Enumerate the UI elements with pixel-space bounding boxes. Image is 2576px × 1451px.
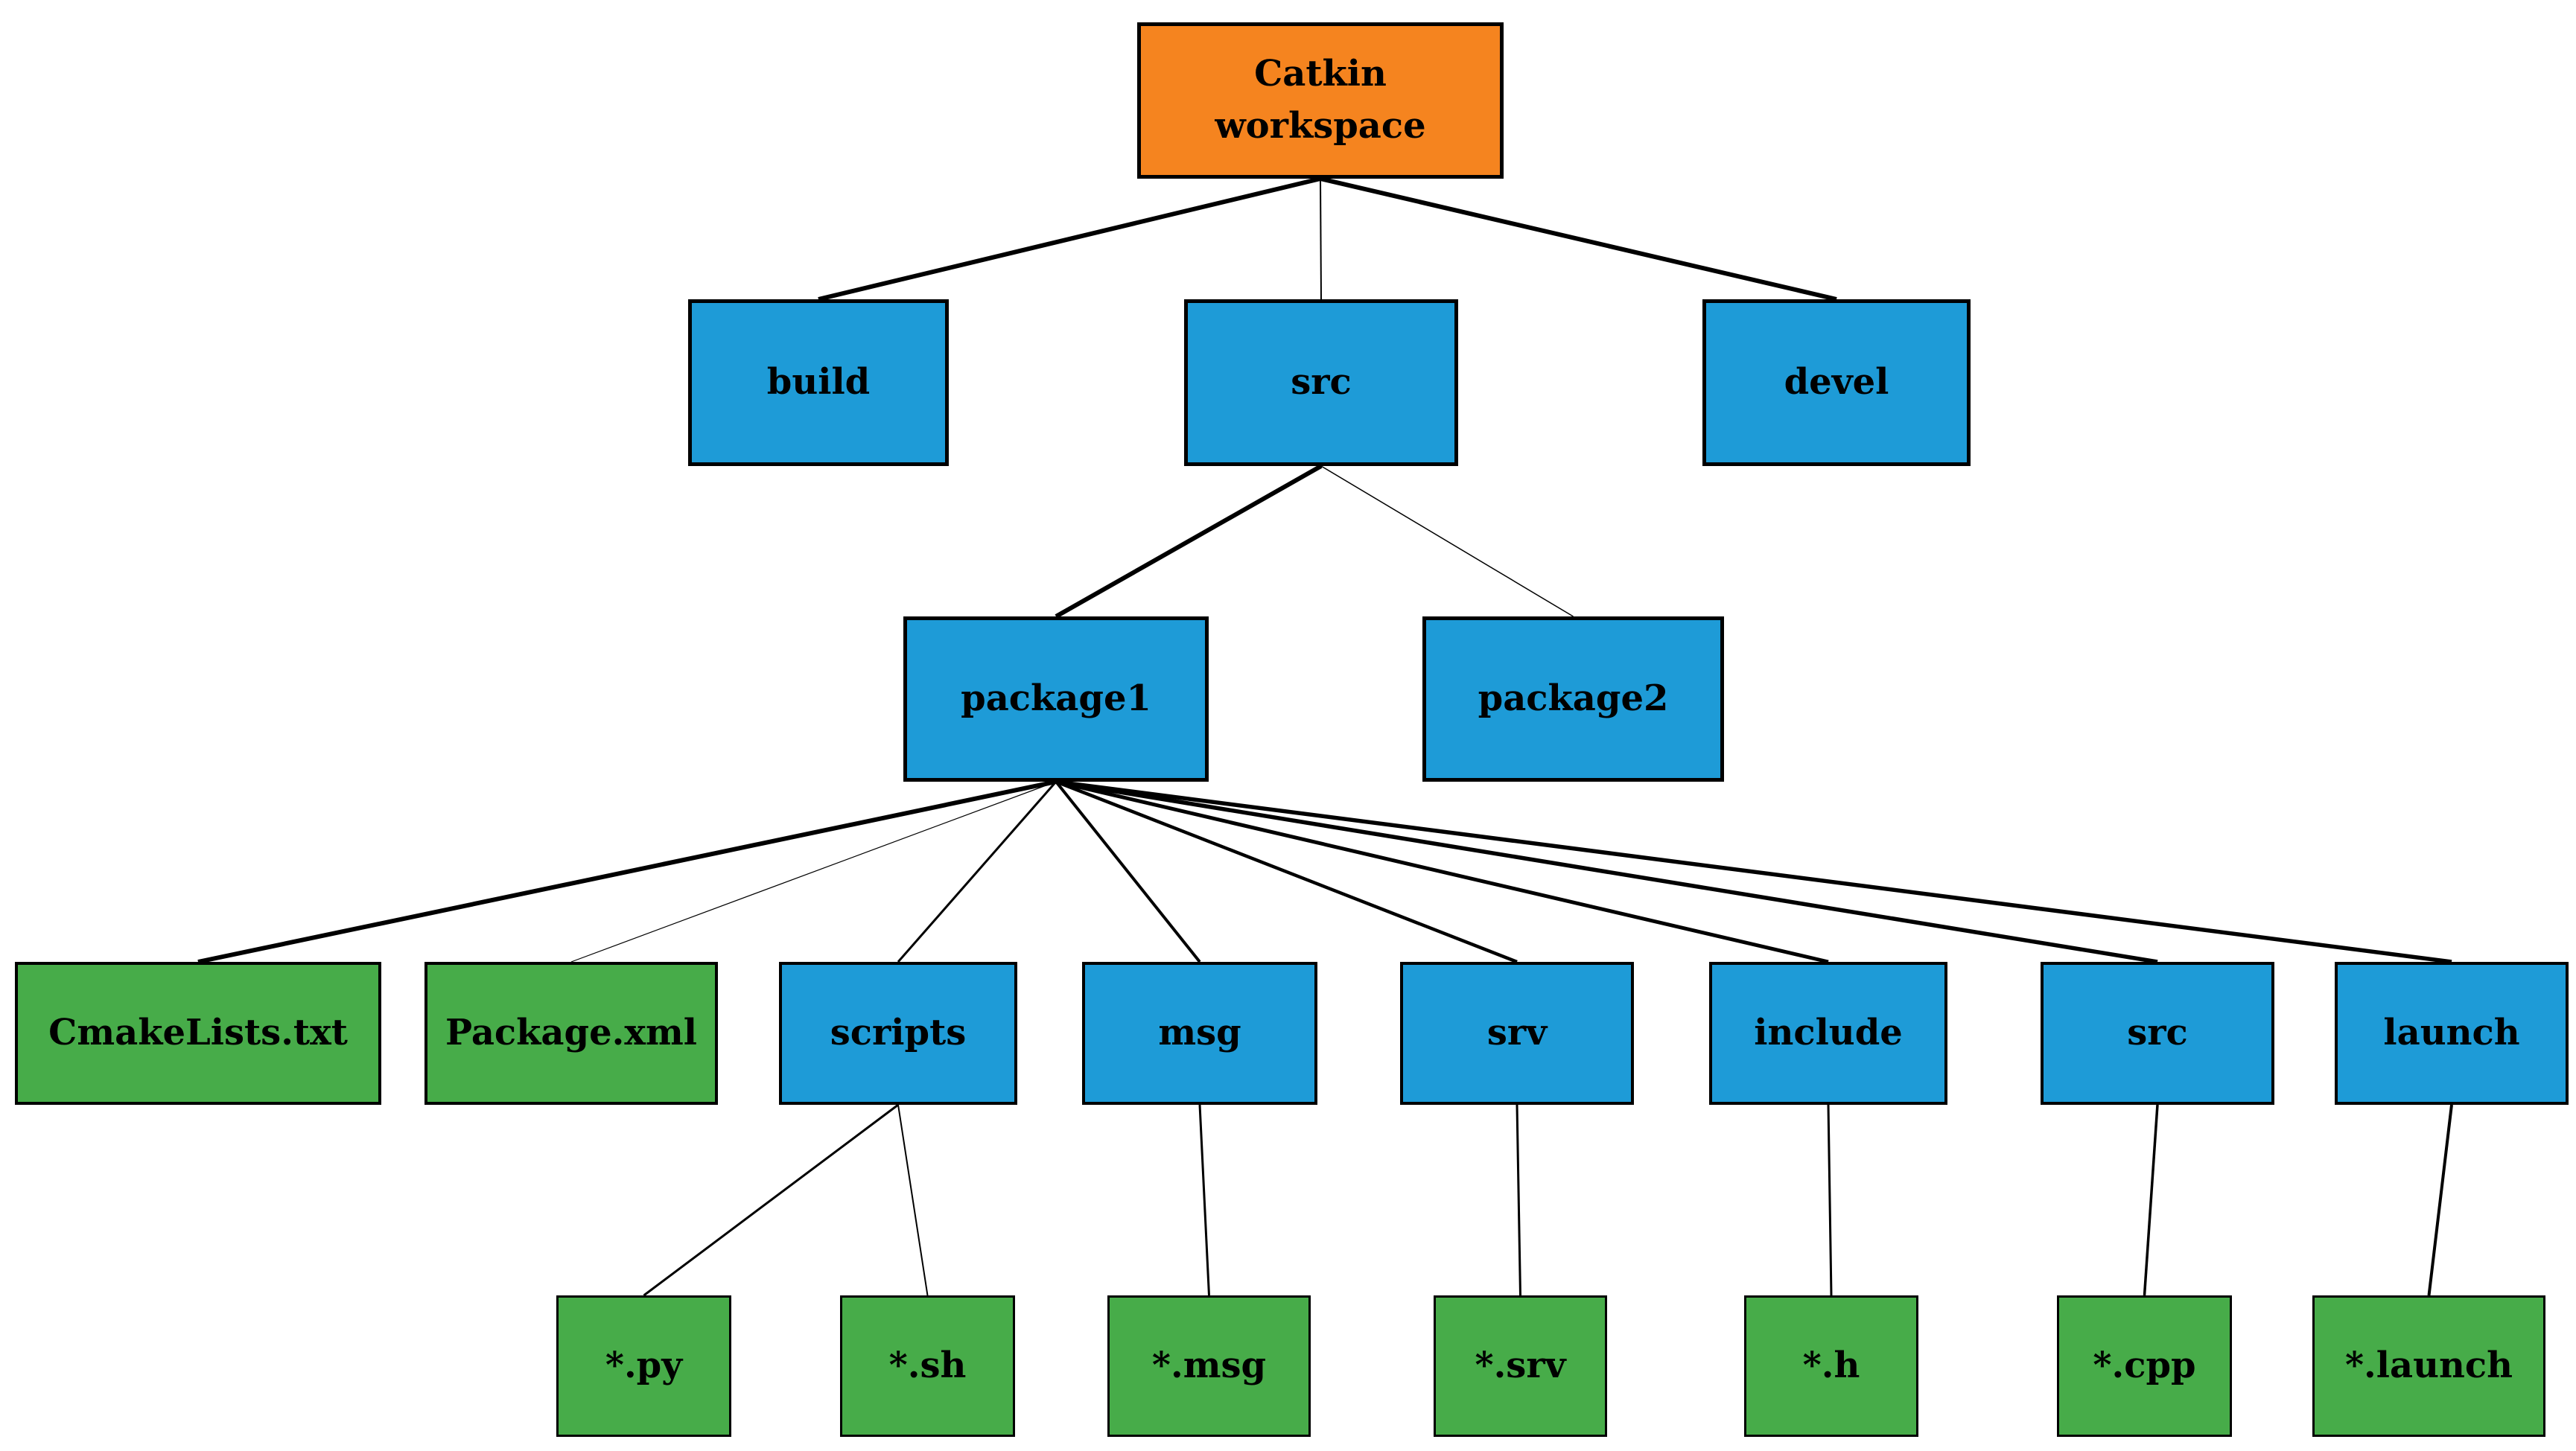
edge-include-to-h-file [1827, 1104, 1833, 1296]
file-launch: *.launch [2312, 1295, 2545, 1437]
node-package-src: src [2041, 962, 2274, 1105]
edge-msg-to-msg-file [1198, 1104, 1210, 1296]
edge-package1-to-packagexml [570, 781, 1057, 963]
node-launch: launch [2335, 962, 2569, 1105]
node-msg: msg [1082, 962, 1317, 1105]
node-scripts: scripts [779, 962, 1017, 1105]
edge-src-pkg-to-cpp-file [2143, 1104, 2159, 1296]
edge-package1-to-cmakelists [197, 779, 1057, 964]
edge-package1-to-msg [1055, 780, 1201, 963]
file-msg: *.msg [1107, 1295, 1311, 1437]
edge-package1-to-srv [1055, 779, 1518, 964]
edge-srv-to-srv-file [1516, 1104, 1521, 1296]
edge-scripts-to-py-file [643, 1103, 899, 1297]
file-h: *.h [1744, 1295, 1918, 1437]
node-package1: package1 [903, 616, 1209, 782]
file-py: *.py [556, 1295, 731, 1437]
edge-catkin-to-devel [1320, 176, 1837, 302]
file-sh: *.sh [840, 1295, 1015, 1437]
edge-catkin-to-build [818, 176, 1321, 302]
node-package2: package2 [1422, 616, 1724, 782]
edge-launch-to-launch-file [2427, 1104, 2453, 1296]
node-devel: devel [1702, 299, 1971, 466]
edge-src-top-to-package2 [1320, 465, 1574, 617]
node-src: src [1184, 299, 1458, 466]
file-srv: *.srv [1434, 1295, 1607, 1437]
edge-package1-to-include [1055, 779, 1829, 964]
edge-package1-to-src-pkg [1055, 779, 2158, 964]
node-cmakelists-txt: CmakeLists.txt [15, 962, 381, 1105]
node-package-xml: Package.xml [424, 962, 718, 1105]
node-include: include [1709, 962, 1947, 1105]
node-build: build [688, 299, 949, 466]
node-srv: srv [1400, 962, 1634, 1105]
file-cpp: *.cpp [2057, 1295, 2232, 1437]
node-catkin-workspace: Catkin workspace [1137, 22, 1504, 179]
edge-src-top-to-package1 [1055, 464, 1323, 619]
edge-package1-to-launch [1055, 779, 2452, 964]
edge-package1-to-scripts [897, 781, 1058, 963]
edge-scripts-to-sh-file [897, 1104, 929, 1296]
edge-catkin-to-src-top [1320, 178, 1322, 300]
